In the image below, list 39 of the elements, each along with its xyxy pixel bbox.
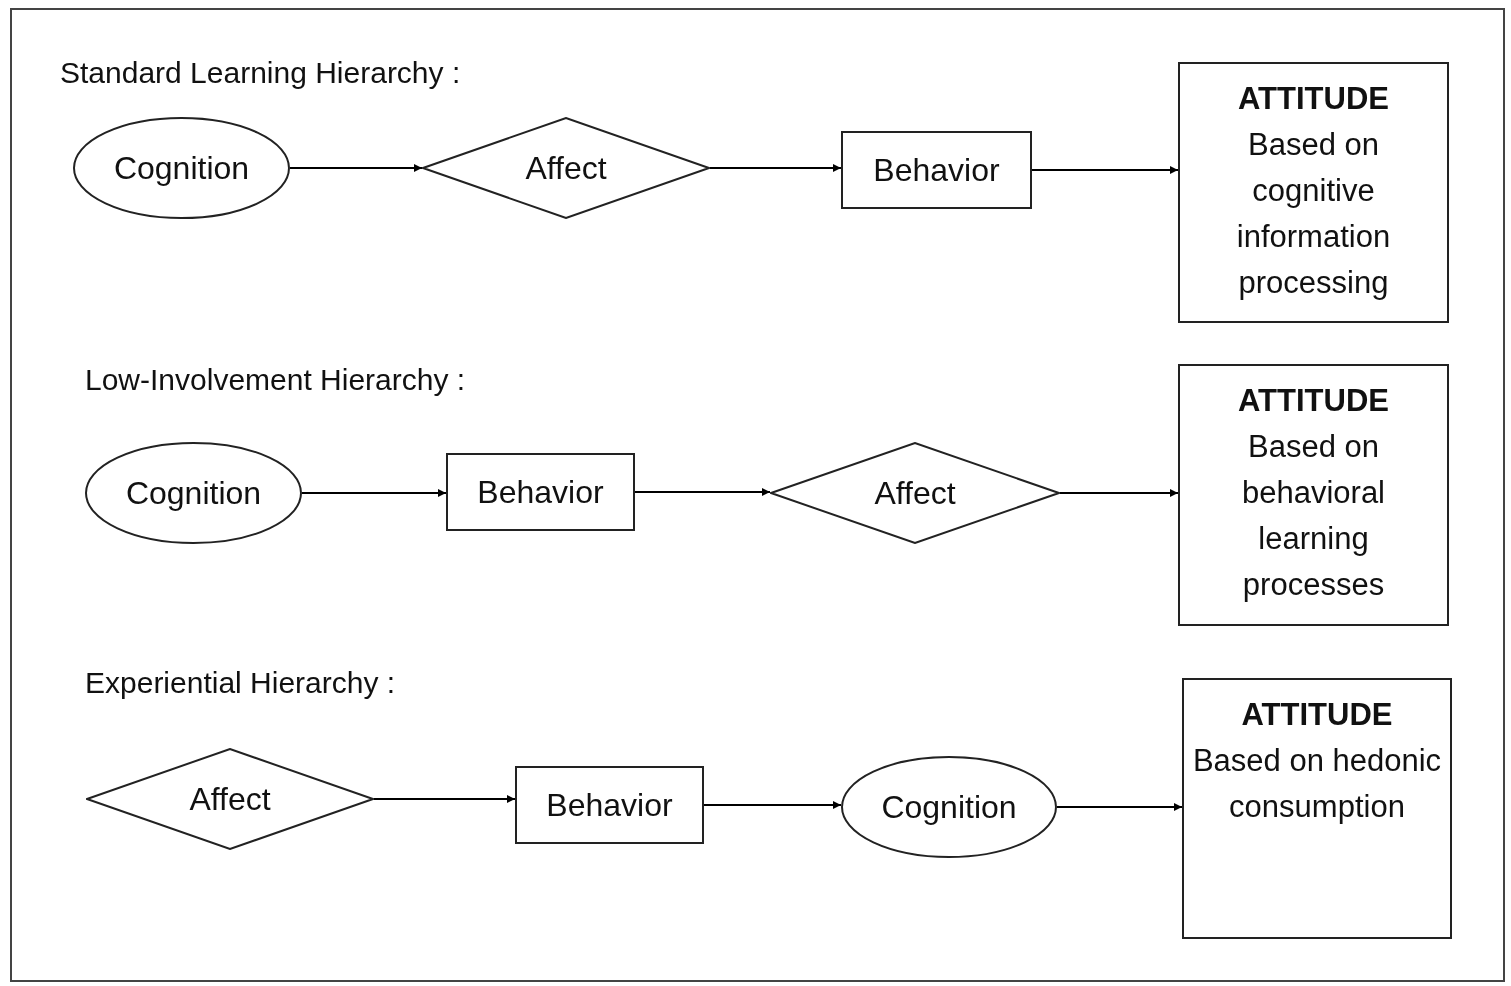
attitude-box [1182,678,1452,939]
attitude-heading: ATTITUDE [1238,382,1389,420]
node-label: Cognition [113,149,250,188]
node-label: Affect [874,474,956,513]
node-label: Behavior [477,473,604,512]
process-box [515,766,704,844]
node-label: Cognition [125,474,262,513]
node-label: Behavior [546,786,673,825]
node-label: Cognition [881,788,1017,827]
arrow [301,489,447,497]
arrow [709,164,842,172]
node-label: Affect [525,149,607,188]
diamond-node [770,442,1060,544]
process-box [841,131,1032,209]
arrow [289,164,423,172]
arrow [1056,803,1183,811]
node-label: Affect [189,780,271,819]
diamond-node [422,117,710,219]
process-box [446,453,635,531]
node-label: Behavior [873,151,1000,190]
ellipse-node [841,756,1057,858]
attitude-heading: ATTITUDE [1241,696,1393,734]
attitude-box [1178,62,1449,323]
arrow [1059,489,1179,497]
attitude-box [1178,364,1449,626]
arrow [1031,166,1179,174]
ellipse-node [85,442,302,544]
hierarchy-heading: Experiential Hierarchy : [85,665,396,701]
hierarchy-heading: Standard Learning Hierarchy : [60,55,461,91]
attitude-description: Based on hedonic consumption [1191,742,1443,826]
diamond-node [86,748,374,850]
attitude-description: Based on behavioral learning processes [1240,428,1386,604]
attitude-heading: ATTITUDE [1238,80,1389,118]
arrow [373,795,516,803]
hierarchy-heading: Low-Involvement Hierarchy : [85,362,466,398]
arrow [634,488,771,496]
attitude-description: Based on cognitive information processing [1235,126,1392,302]
ellipse-node [73,117,290,219]
arrow [703,801,842,809]
